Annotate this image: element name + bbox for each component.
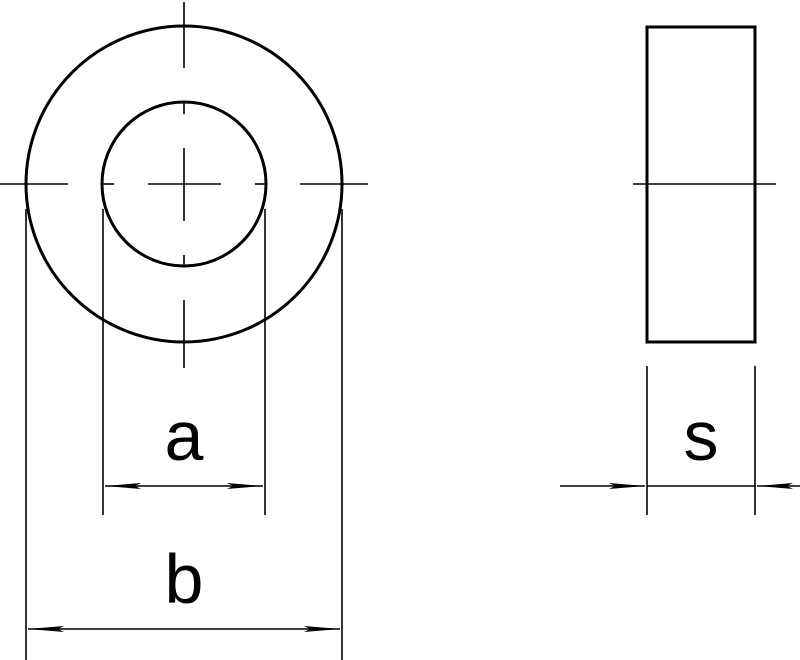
center-lines — [0, 2, 368, 368]
front-view: a b — [0, 2, 368, 660]
dimension-a-label: a — [165, 397, 204, 475]
side-view: s — [560, 25, 800, 515]
dimension-b-label: b — [165, 540, 204, 618]
extension-lines — [25, 209, 343, 660]
dimension-s-label: s — [684, 397, 719, 475]
